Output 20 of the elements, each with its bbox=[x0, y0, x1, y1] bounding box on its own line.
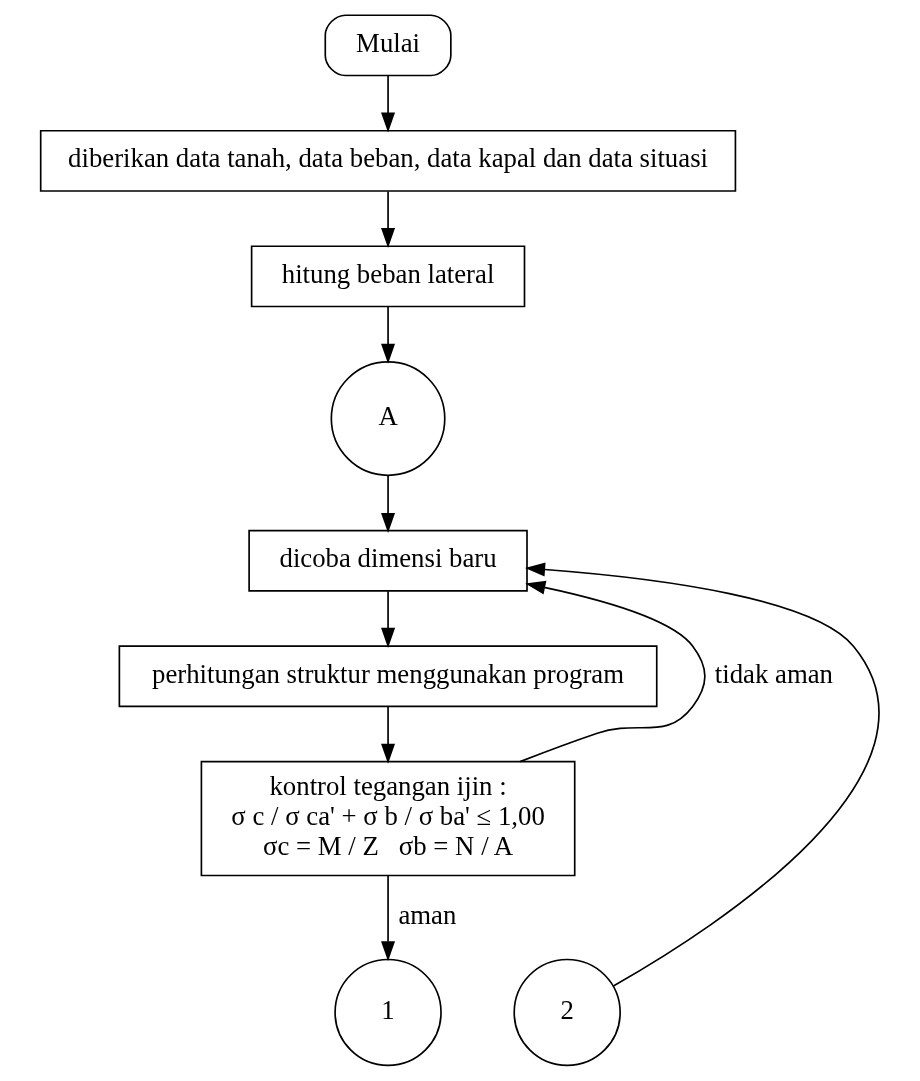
arrow bbox=[381, 875, 396, 962]
arrow bbox=[519, 580, 706, 763]
node-box: perhitungan struktur menggunakan program bbox=[118, 645, 658, 708]
node-circle: 1 bbox=[334, 958, 442, 1067]
arrow bbox=[381, 705, 396, 764]
node-box: dicoba dimensi baru bbox=[248, 529, 528, 592]
arrow bbox=[381, 75, 396, 133]
edge-label: tidak aman bbox=[714, 658, 834, 689]
arrow bbox=[525, 562, 880, 987]
arrow bbox=[381, 190, 396, 249]
node-box: kontrol tegangan ijin : σ c / σ ca' + σ b / σ ba' ≤ 1,00 σc = M / Z σb = N / A bbox=[200, 760, 576, 877]
arrow bbox=[381, 306, 396, 364]
node-box: Mulai bbox=[324, 14, 452, 77]
node-box: hitung beban lateral bbox=[250, 245, 526, 308]
node-box: diberikan data tanah, data beban, data kapal dan data situasi bbox=[39, 129, 737, 192]
node-circle: A bbox=[330, 361, 446, 477]
arrow bbox=[381, 475, 396, 534]
arrow bbox=[381, 590, 396, 648]
node-circle: 2 bbox=[513, 958, 621, 1067]
edge-label: aman bbox=[398, 899, 457, 930]
